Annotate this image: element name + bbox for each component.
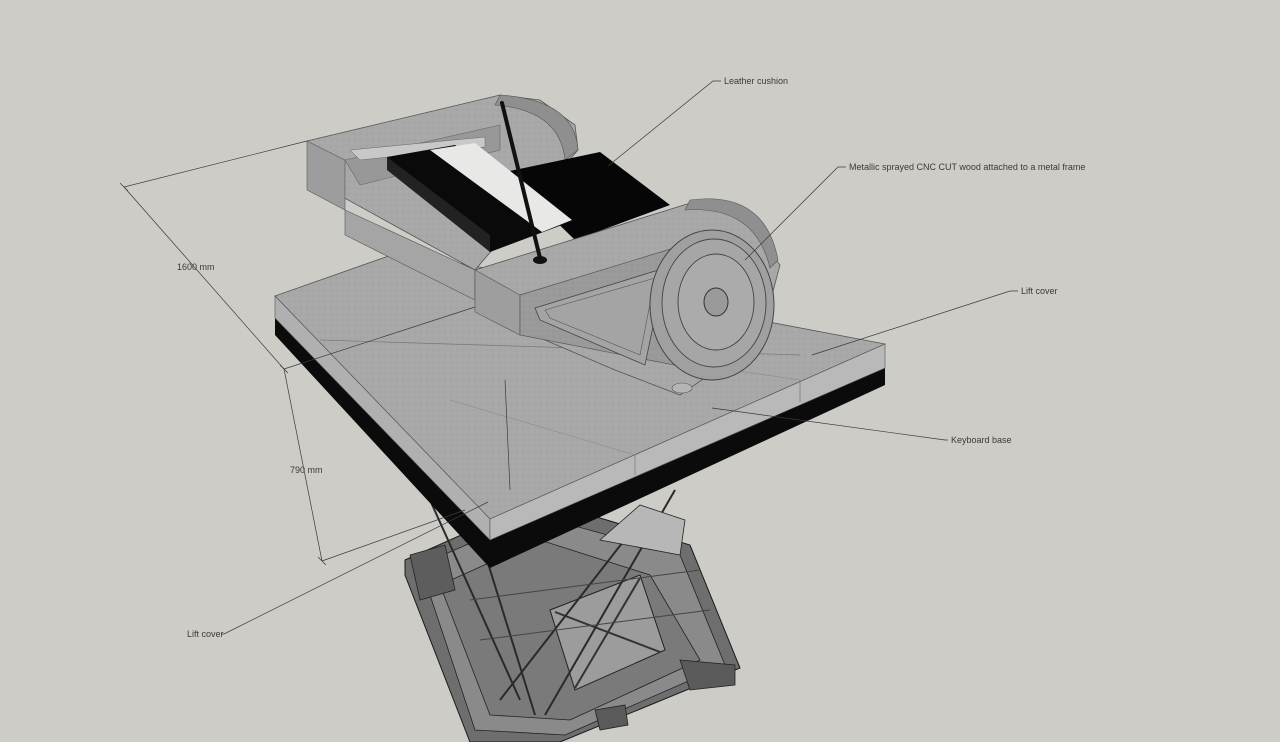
leader-lines xyxy=(221,80,1018,635)
scissor-lift xyxy=(404,489,741,742)
dimension-lines xyxy=(119,140,511,566)
front-arm xyxy=(474,198,781,396)
dimension-height: 790 mm xyxy=(290,465,323,475)
dimension-length: 1600 mm xyxy=(177,262,215,272)
label-lift-cover-left: Lift cover xyxy=(187,629,224,639)
keyboard-blocks xyxy=(387,143,670,252)
label-metallic-frame: Metallic sprayed CNC CUT wood attached t… xyxy=(849,162,1086,172)
label-leather-cushion: Leather cushion xyxy=(724,76,789,86)
label-keyboard-base: Keyboard base xyxy=(951,435,1012,445)
label-lift-cover-right: Lift cover xyxy=(1021,286,1058,296)
mic-stand xyxy=(500,101,547,264)
